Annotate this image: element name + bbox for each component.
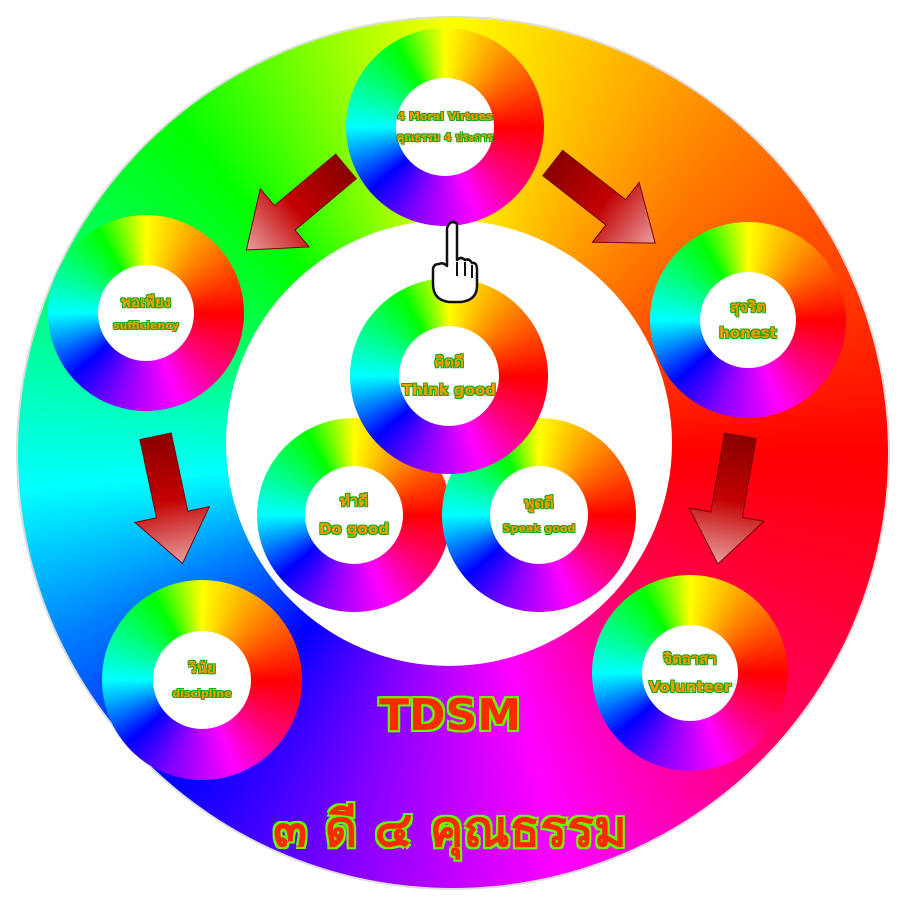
do-good-label-th: ทำดี [339, 492, 369, 510]
sufficiency-label-en: sufficiency [113, 319, 179, 333]
discipline-label-th: วินัย [188, 659, 216, 678]
volunteer-label-th: จิตอาสา [663, 650, 717, 668]
node-honest: สุจริต honest [650, 222, 846, 418]
arrow-icon [688, 432, 766, 565]
moral-virtues-label-th: คุณธรรม 4 ประการ [396, 131, 494, 144]
honest-label-en: honest [719, 324, 777, 342]
slogan-title: ๓ ดี ๔ คุณธรรม [273, 800, 627, 858]
think-good-label-en: Think good [401, 381, 496, 399]
node-sufficiency: พอเพียง sufficiency [48, 215, 244, 411]
volunteer-label-en: Volunteer [648, 678, 732, 696]
do-good-label-en: Do good [318, 520, 390, 538]
pointing-hand-icon [431, 220, 479, 304]
arrow-icon [133, 432, 211, 565]
speak-good-label-en: Speak good [502, 522, 576, 536]
node-moral-virtues: 4 Moral Virtues คุณธรรม 4 ประการ [346, 28, 544, 226]
discipline-label-en: discipline [172, 687, 232, 701]
tdsm-title: TDSM [378, 690, 521, 741]
sufficiency-label-th: พอเพียง [120, 293, 172, 312]
speak-good-label-th: พูดดี [524, 494, 554, 513]
think-good-label-th: คิดดี [434, 353, 464, 371]
node-volunteer: จิตอาสา Volunteer [592, 575, 788, 771]
honest-label-th: สุจริต [730, 298, 766, 316]
moral-virtues-label-en: 4 Moral Virtues [397, 109, 493, 123]
arrow-icon [542, 149, 656, 244]
arrow-icon [245, 153, 357, 251]
node-discipline: วินัย discipline [102, 580, 302, 780]
node-think-good: คิดดี Think good [350, 278, 548, 474]
